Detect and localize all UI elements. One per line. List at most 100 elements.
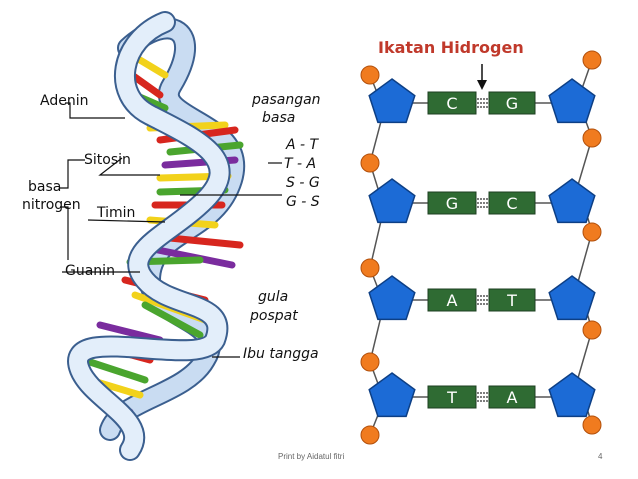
page-number: 4 (598, 452, 603, 461)
deoxyribose-pentagon (368, 372, 416, 418)
phosphate-circle (582, 320, 602, 340)
label-basa-pair: basa (262, 110, 296, 126)
hydrogen-bond-dot (480, 202, 482, 204)
hydrogen-bond-dot (480, 98, 482, 100)
phosphate-circle (582, 128, 602, 148)
phosphate-circle (360, 258, 380, 278)
label-nitrogen: nitrogen (22, 197, 81, 213)
hydrogen-bond-dot (477, 102, 479, 104)
hydrogen-bond-dot (480, 198, 482, 200)
title-arrow-head (477, 80, 487, 90)
hydrogen-bond-dot (477, 295, 479, 297)
base-box-right (488, 288, 536, 312)
footer-credit: Print by Aidatul fitri (278, 452, 345, 461)
label-gula: gula (258, 289, 289, 305)
label-leader-lines (60, 102, 282, 358)
base-box-right (488, 385, 536, 409)
base-letter-right: C (506, 194, 517, 213)
hydrogen-bond-dot (480, 400, 482, 402)
hydrogen-bond-dot (477, 396, 479, 398)
hydrogen-bond-dot (486, 396, 488, 398)
base-box-right (488, 91, 536, 115)
hydrogen-bond-dot (477, 106, 479, 108)
hydrogen-bond-dot (480, 106, 482, 108)
hydrogen-bond-dot (486, 202, 488, 204)
hydrogen-bond-dot (483, 392, 485, 394)
deoxyribose-pentagon (548, 78, 596, 124)
hydrogen-bond-dot (486, 106, 488, 108)
hydrogen-bond-dot (486, 392, 488, 394)
hydrogen-bond-dot (477, 198, 479, 200)
phosphate-circle (360, 153, 380, 173)
hydrogen-bond-dot (480, 295, 482, 297)
base-letter-left: C (446, 94, 457, 113)
base-box-right (488, 191, 536, 215)
hydrogen-bond-dot (477, 206, 479, 208)
pair-a-t: A - T (286, 137, 319, 153)
phosphate-circle (360, 352, 380, 372)
hydrogen-bond-dot (477, 202, 479, 204)
hydrogen-bond-dot (486, 102, 488, 104)
phosphate-circle (360, 65, 380, 85)
hydrogen-bond-dot (480, 303, 482, 305)
base-letter-left: T (446, 388, 457, 407)
deoxyribose-pentagon (368, 78, 416, 124)
label-adenin: Adenin (40, 93, 89, 109)
hydrogen-bond-dot (483, 98, 485, 100)
base-box-left (427, 91, 477, 115)
label-pasangan: pasangan (252, 92, 321, 108)
hydrogen-bond-dot (483, 396, 485, 398)
deoxyribose-pentagon (368, 275, 416, 321)
pair-t-a: T - A (284, 156, 317, 172)
pair-g-s: G - S (286, 194, 320, 210)
base-letter-left: G (446, 194, 458, 213)
hydrogen-bond-dot (477, 303, 479, 305)
hydrogen-bond-dot (486, 400, 488, 402)
hydrogen-bond-dot (477, 98, 479, 100)
label-pospat: pospat (250, 308, 298, 324)
deoxyribose-pentagon (548, 372, 596, 418)
label-guanin: Guanin (65, 263, 115, 279)
hydrogen-bond-dot (480, 396, 482, 398)
hydrogen-bond-dot (483, 102, 485, 104)
phosphate-circle (582, 415, 602, 435)
phosphate-circle (582, 50, 602, 70)
ladder-title: Ikatan Hidrogen (378, 38, 524, 57)
hydrogen-bond-dot (483, 295, 485, 297)
hydrogen-bond-dot (477, 392, 479, 394)
hydrogen-bond-dot (483, 202, 485, 204)
base-box-left (427, 288, 477, 312)
base-letter-right: T (506, 291, 517, 310)
hydrogen-bond-dot (486, 299, 488, 301)
deoxyribose-pentagon (548, 275, 596, 321)
hydrogen-bond-dot (483, 206, 485, 208)
hydrogen-bond-dot (483, 106, 485, 108)
hydrogen-bond-dot (480, 102, 482, 104)
base-letter-right: G (506, 94, 518, 113)
hydrogen-bond-dot (486, 295, 488, 297)
hydrogen-bond-dot (477, 400, 479, 402)
hydrogen-bond-dot (483, 400, 485, 402)
phosphate-circle (360, 425, 380, 445)
base-letter-left: A (447, 291, 458, 310)
label-timin: Timin (97, 205, 136, 221)
hydrogen-bond-dot (480, 206, 482, 208)
hydrogen-bond-dot (477, 299, 479, 301)
hydrogen-bond-dot (480, 392, 482, 394)
base-letter-right: A (507, 388, 518, 407)
hydrogen-bond-dot (483, 303, 485, 305)
hydrogen-bond-dot (486, 206, 488, 208)
label-ibu-tangga: Ibu tangga (243, 346, 319, 362)
hydrogen-bond-dot (486, 198, 488, 200)
base-box-left (427, 191, 477, 215)
pair-s-g: S - G (286, 175, 320, 191)
label-sitosin: Sitosin (84, 152, 131, 168)
hydrogen-bond-dot (486, 303, 488, 305)
hydrogen-bond-dot (480, 299, 482, 301)
base-box-left (427, 385, 477, 409)
label-basa: basa (28, 179, 62, 195)
deoxyribose-pentagon (368, 178, 416, 224)
